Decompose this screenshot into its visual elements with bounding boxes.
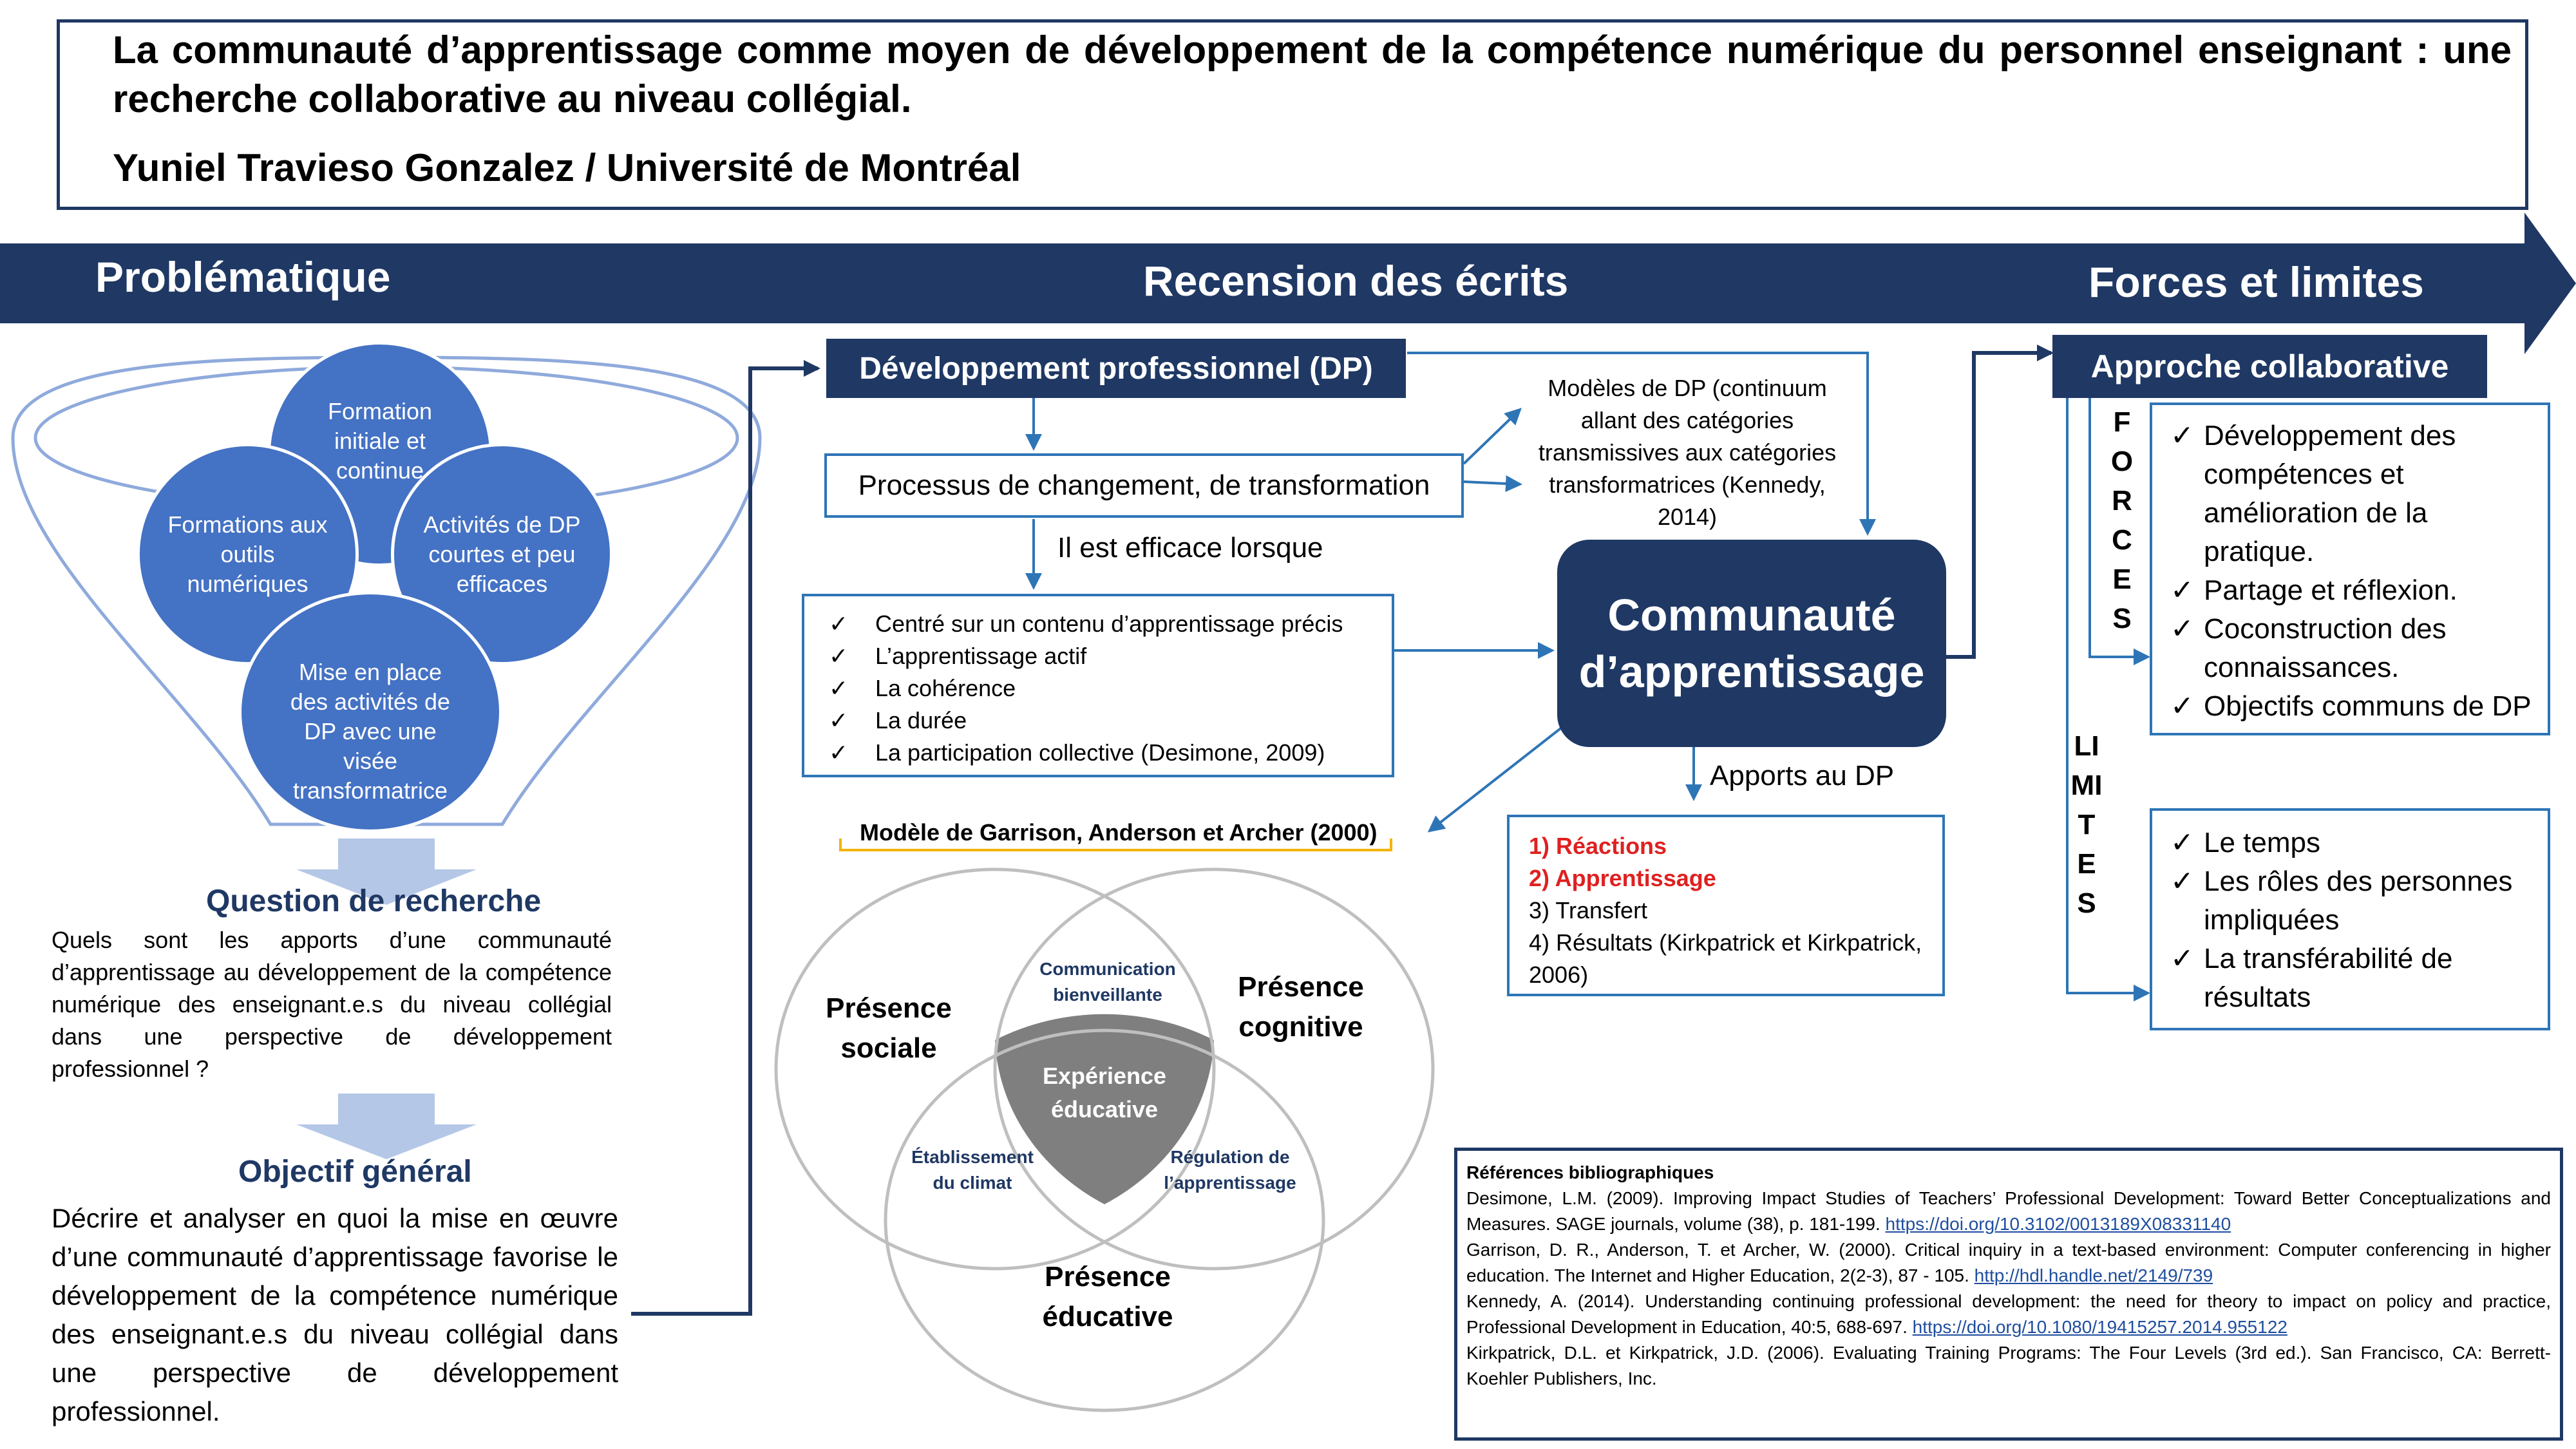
reference-link[interactable]: http://hdl.handle.net/2149/739 [1974, 1265, 2213, 1285]
venn-label-sociale: Présence sociale [826, 992, 952, 1064]
references-box: Références bibliographiques Desimone, L.… [1454, 1148, 2563, 1441]
title-box [57, 19, 2528, 210]
list-item: Le temps [2159, 824, 2541, 862]
communaute-text: Communauté d’apprentissage [1578, 590, 1925, 697]
section-forces-limites: Forces et limites [2088, 258, 2424, 306]
venn-label-regulation: Régulation de l’apprentissage [1164, 1147, 1296, 1193]
modeles-text: Modèles de DP (continuum allant des caté… [1538, 375, 1837, 530]
limites-list: Le temps Les rôles des personnes impliqu… [2159, 824, 2541, 1017]
venn-label-etablissement: Établissement du climat [911, 1147, 1034, 1193]
reference-link[interactable]: https://doi.org/10.3102/0013189X08331140 [1885, 1214, 2231, 1234]
processus-box: Processus de changement, de transformati… [824, 453, 1464, 518]
list-item: L’apprentissage actif [817, 640, 1379, 672]
reference-item: Garrison, D. R., Anderson, T. et Archer,… [1466, 1240, 2551, 1285]
objectif-title: Objectif général [238, 1155, 472, 1189]
reference-link[interactable]: https://doi.org/10.1080/19415257.2014.95… [1912, 1317, 2287, 1337]
circle-mise-en-place: Mise en place des activités de DP avec u… [238, 591, 502, 833]
venn-label-communication: Communication bienveillante [1039, 959, 1176, 1005]
list-item: Objectifs communs de DP [2159, 687, 2541, 726]
question-text: Quels sont les apports d’une communauté … [52, 927, 612, 1082]
list-item: Les rôles des personnes impliquées [2159, 862, 2541, 940]
objectif-text: Décrire et analyser en quoi la mise en œ… [52, 1203, 618, 1426]
down-arrow-1 [296, 838, 477, 905]
list-item: La transférabilité de résultats [2159, 940, 2541, 1017]
apport-reactions: 1) Réactions [1529, 833, 1667, 859]
brace [839, 838, 1392, 851]
venn-circle-sociale [774, 867, 1216, 1271]
apport-resultats: 4) Résultats (Kirkpatrick et Kirkpatrick… [1529, 929, 1922, 988]
apports-box: 1) Réactions 2) Apprentissage 3) Transfe… [1507, 815, 1945, 996]
venn-label-cognitive: Présence cognitive [1238, 971, 1364, 1043]
apports-label: Apports au DP [1710, 760, 1895, 791]
down-arrow-2 [296, 1094, 477, 1159]
forces-list: Développement des compétences et amélior… [2159, 417, 2541, 726]
section-recension: Recension des écrits [1143, 257, 1569, 305]
timeline-band [0, 213, 2576, 354]
poster-author: Yuniel Travieso Gonzalez / Université de… [113, 146, 1021, 189]
list-item: Développement des compétences et amélior… [2159, 417, 2541, 571]
limites-box: Le temps Les rôles des personnes impliqu… [2150, 808, 2550, 1030]
communaute-box: Communauté d’apprentissage [1557, 540, 1946, 747]
forces-box: Développement des compétences et amélior… [2150, 402, 2550, 735]
list-item: Coconstruction des connaissances. [2159, 610, 2541, 687]
dp-title-box: Développement professionnel (DP) [826, 339, 1406, 398]
circle-formations-outils: Formations aux outils numériques [137, 443, 359, 665]
efficace-label: Il est efficace lorsque [1057, 532, 1323, 564]
limites-vertical-label: LIMITES [2070, 730, 2103, 919]
circle-activites-courtes: Activités de DP courtes et peu efficaces [391, 443, 613, 665]
reference-item: Desimone, L.M. (2009). Improving Impact … [1466, 1188, 2551, 1234]
criteria-list: Centré sur un contenu d’apprentissage pr… [817, 608, 1379, 769]
reference-item: Kennedy, A. (2014). Understanding contin… [1466, 1291, 2551, 1337]
poster-title: La communauté d’apprentissage comme moye… [113, 28, 2512, 120]
references-title: Références bibliographiques [1466, 1162, 1714, 1182]
list-item: La cohérence [817, 672, 1379, 705]
venn-circle-educative [884, 1028, 1325, 1412]
reference-item: Kirkpatrick, D.L. et Kirkpatrick, J.D. (… [1466, 1343, 2551, 1388]
apport-apprentissage: 2) Apprentissage [1529, 865, 1716, 891]
venn-diagram [774, 867, 1435, 1412]
list-item: Partage et réflexion. [2159, 571, 2541, 610]
forces-vertical-label: FORCES [2110, 406, 2134, 634]
approche-box: Approche collaborative [2052, 335, 2487, 398]
list-item: La participation collective (Desimone, 2… [817, 737, 1379, 769]
criteria-box: Centré sur un contenu d’apprentissage pr… [802, 594, 1394, 777]
venn-circle-cognitive [993, 867, 1435, 1271]
list-item: La durée [817, 705, 1379, 737]
question-title: Question de recherche [206, 884, 542, 918]
venn-label-experience: Expérience éducative [1042, 1063, 1167, 1122]
garrison-title: Modèle de Garrison, Anderson et Archer (… [860, 819, 1378, 846]
section-problematique: Problématique [95, 253, 391, 301]
list-item: Centré sur un contenu d’apprentissage pr… [817, 608, 1379, 640]
processus-text: Processus de changement, de transformati… [858, 469, 1430, 501]
apport-transfert: 3) Transfert [1529, 897, 1648, 923]
venn-label-educative: Présence éducative [1042, 1261, 1173, 1332]
